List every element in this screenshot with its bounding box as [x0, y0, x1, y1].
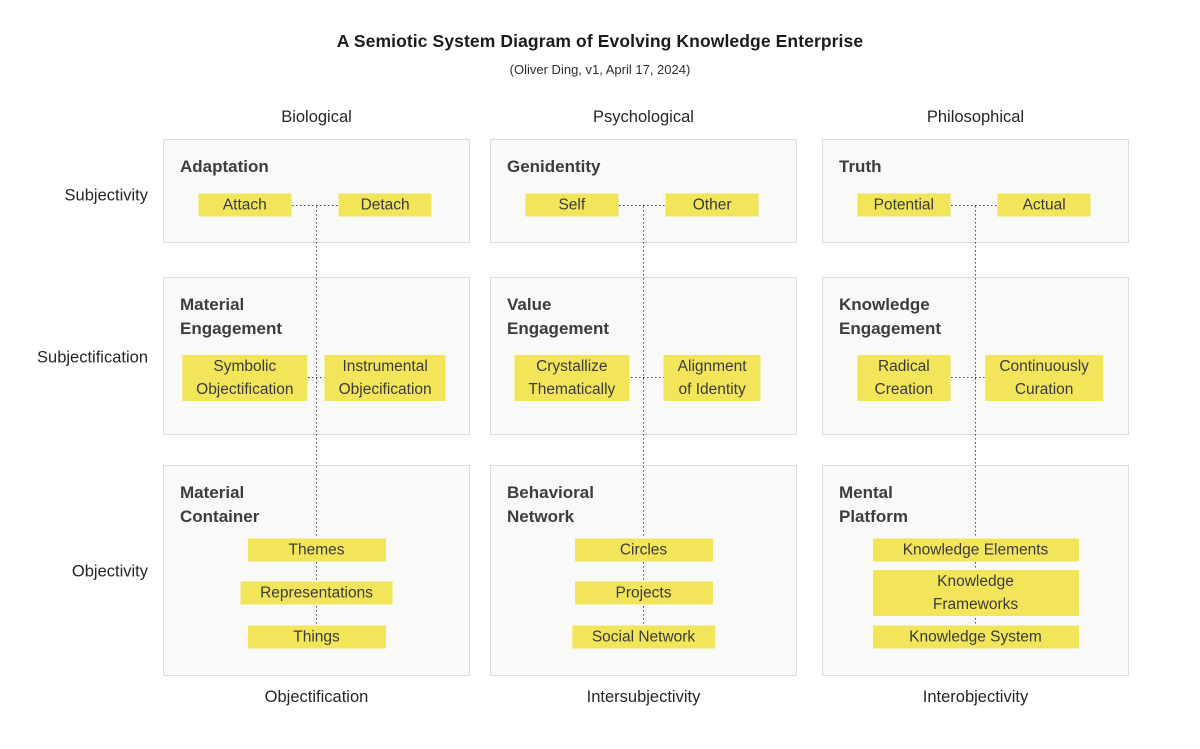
bottom-label-interobjectivity: Interobjectivity [922, 688, 1029, 706]
cell-title: Truth [839, 157, 882, 176]
term-label-knowledge-system: Knowledge System [872, 625, 1079, 649]
term-label-attach: Attach [198, 193, 292, 217]
cell-title: Material Container [180, 483, 260, 526]
term-label-continuously-curation: Continuously Curation [985, 354, 1103, 401]
term-label-representations: Representations [240, 581, 393, 605]
connector-pair-row1-col2 [603, 205, 683, 206]
term-label-self: Self [525, 193, 619, 217]
connector-stack-seg2-col2 [643, 606, 644, 627]
cell-title: Mental Platform [839, 483, 908, 526]
cell-title: Genidentity [507, 157, 601, 176]
connector-stack-seg2-col3 [975, 606, 976, 627]
term-label-social-network: Social Network [571, 625, 716, 649]
cell-title: Behavioral Network [507, 483, 594, 526]
term-label-knowledge-elements: Knowledge Elements [872, 538, 1079, 562]
connector-vertical-col3 [975, 206, 976, 538]
connector-stack-seg1-col1 [316, 562, 317, 582]
cell-title: Material Engagement [180, 295, 283, 338]
connector-stack-seg1-col2 [643, 562, 644, 582]
connector-pair-row1-col3 [935, 205, 1015, 206]
column-header-biological: Biological [281, 108, 352, 126]
term-label-potential: Potential [857, 193, 951, 217]
row-label-subjectification: Subjectification [37, 348, 148, 367]
connector-vertical-col1 [316, 206, 317, 538]
connector-pair-row1-col1 [276, 205, 356, 206]
term-label-actual: Actual [997, 193, 1091, 217]
page-subtitle: (Oliver Ding, v1, April 17, 2024) [509, 62, 691, 77]
row-label-subjectivity: Subjectivity [64, 186, 148, 205]
cell-genidentity: Genidentity Self Other [490, 139, 797, 243]
cell-title: Adaptation [180, 157, 269, 176]
term-label-other: Other [665, 193, 759, 217]
term-label-knowledge-frameworks: Knowledge Frameworks [872, 570, 1079, 617]
term-label-radical-creation: Radical Creation [857, 354, 951, 401]
connector-stack-seg2-col1 [316, 606, 317, 627]
term-label-instrumental-objecification: Instrumental Objecification [324, 354, 446, 401]
column-header-psychological: Psychological [593, 108, 694, 126]
term-label-crystallize-thematically: Crystallize Thematically [514, 354, 630, 401]
page-title: A Semiotic System Diagram of Evolving Kn… [336, 31, 864, 51]
cell-title: Knowledge Engagement [839, 295, 942, 338]
bottom-label-objectification: Objectification [264, 688, 369, 706]
term-label-alignment-of-identity: Alignment of Identity [663, 354, 761, 401]
bottom-label-intersubjectivity: Intersubjectivity [586, 688, 701, 706]
term-label-symbolic-objectification: Symbolic Objectification [182, 354, 308, 401]
term-label-detach: Detach [338, 193, 432, 217]
term-label-things: Things [247, 625, 386, 649]
term-label-themes: Themes [247, 538, 386, 562]
row-label-objectivity: Objectivity [71, 562, 148, 581]
cell-title: Value Engagement [507, 295, 610, 338]
connector-vertical-col2 [643, 206, 644, 538]
column-header-philosophical: Philosophical [926, 108, 1025, 126]
term-label-projects: Projects [574, 581, 713, 605]
term-label-circles: Circles [574, 538, 713, 562]
